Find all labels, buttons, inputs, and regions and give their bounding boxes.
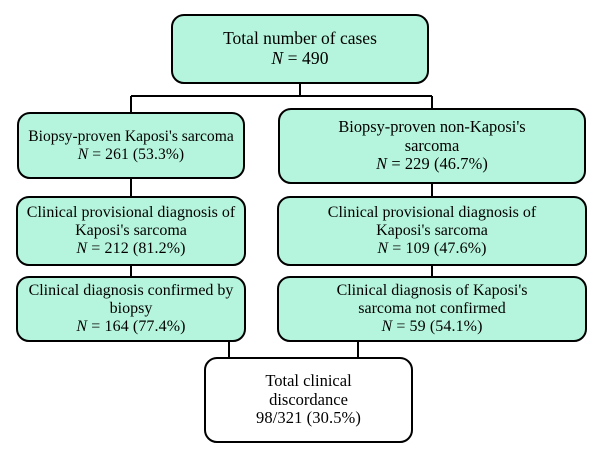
node-clinical-provisional-kaposi-right[interactable]: Clinical provisional diagnosis of Kaposi… (277, 196, 587, 266)
node-biopsy-proven-kaposi[interactable]: Biopsy-proven Kaposi's sarcoma N = 261 (… (17, 112, 245, 179)
node-biopsy-proven-non-kaposi-line3: N = 229 (46.7%) (280, 154, 584, 174)
n-symbol: N (76, 318, 88, 336)
node-clinical-provisional-kaposi-left-line1: Clinical provisional diagnosis of (26, 203, 236, 221)
node-clinical-diagnosis-not-confirmed-line3: N = 59 (54.1%) (279, 318, 585, 336)
node-total-clinical-discordance[interactable]: Total clinical discordance 98/321 (30.5%… (204, 357, 413, 443)
node-biopsy-proven-non-kaposi[interactable]: Biopsy-proven non-Kaposi's sarcoma N = 2… (278, 108, 586, 184)
node-total-clinical-discordance-value: 98/321 (30.5%) (256, 408, 361, 428)
n-symbol: N (76, 240, 88, 258)
n-symbol: N (381, 318, 393, 336)
node-clinical-diagnosis-confirmed-line1: Clinical diagnosis confirmed by (28, 281, 234, 299)
node-clinical-diagnosis-confirmed-line2: biopsy (109, 299, 153, 317)
node-total-cases-value: = 490 (283, 48, 329, 68)
node-clinical-provisional-kaposi-left-line3: N = 212 (81.2%) (18, 240, 244, 258)
node-total-cases-line1: Total number of cases (223, 28, 377, 49)
n-symbol: N (377, 240, 389, 258)
node-clinical-diagnosis-confirmed-value: = 164 (77.4%) (87, 318, 186, 336)
node-clinical-diagnosis-confirmed-line3: N = 164 (77.4%) (18, 318, 244, 336)
node-biopsy-proven-non-kaposi-line2: sarcoma (404, 135, 460, 155)
node-clinical-provisional-kaposi-right-line1: Clinical provisional diagnosis of (327, 203, 537, 221)
node-biopsy-proven-kaposi-value: = 261 (53.3%) (88, 145, 185, 163)
node-clinical-diagnosis-not-confirmed-line1: Clinical diagnosis of Kaposi's (336, 281, 528, 299)
node-clinical-diagnosis-not-confirmed[interactable]: Clinical diagnosis of Kaposi's sarcoma n… (277, 276, 587, 342)
node-biopsy-proven-kaposi-line1: Biopsy-proven Kaposi's sarcoma (28, 127, 234, 145)
node-clinical-provisional-kaposi-right-line3: N = 109 (47.6%) (279, 240, 585, 258)
node-clinical-provisional-kaposi-left-value: = 212 (81.2%) (87, 240, 186, 258)
node-clinical-provisional-kaposi-left-line2: Kaposi's sarcoma (75, 221, 187, 239)
node-clinical-provisional-kaposi-right-line2: Kaposi's sarcoma (376, 221, 488, 239)
node-clinical-diagnosis-not-confirmed-value: = 59 (54.1%) (392, 318, 483, 336)
node-clinical-provisional-kaposi-left[interactable]: Clinical provisional diagnosis of Kaposi… (16, 196, 246, 266)
node-biopsy-proven-non-kaposi-value: = 229 (46.7%) (387, 154, 488, 174)
node-total-clinical-discordance-line1: Total clinical (265, 370, 352, 390)
n-symbol: N (376, 154, 388, 174)
node-clinical-diagnosis-confirmed[interactable]: Clinical diagnosis confirmed by biopsy N… (16, 276, 246, 342)
node-clinical-diagnosis-not-confirmed-line2: sarcoma not confirmed (358, 299, 506, 317)
node-total-clinical-discordance-line2: discordance (269, 389, 348, 409)
node-total-cases-line2: N = 490 (173, 48, 427, 69)
node-total-cases[interactable]: Total number of cases N = 490 (171, 14, 429, 84)
n-symbol: N (77, 145, 89, 163)
node-biopsy-proven-kaposi-line2: N = 261 (53.3%) (19, 146, 243, 164)
node-biopsy-proven-non-kaposi-line1: Biopsy-proven non-Kaposi's (338, 116, 526, 136)
n-symbol: N (271, 48, 284, 68)
node-clinical-provisional-kaposi-right-value: = 109 (47.6%) (388, 240, 487, 258)
